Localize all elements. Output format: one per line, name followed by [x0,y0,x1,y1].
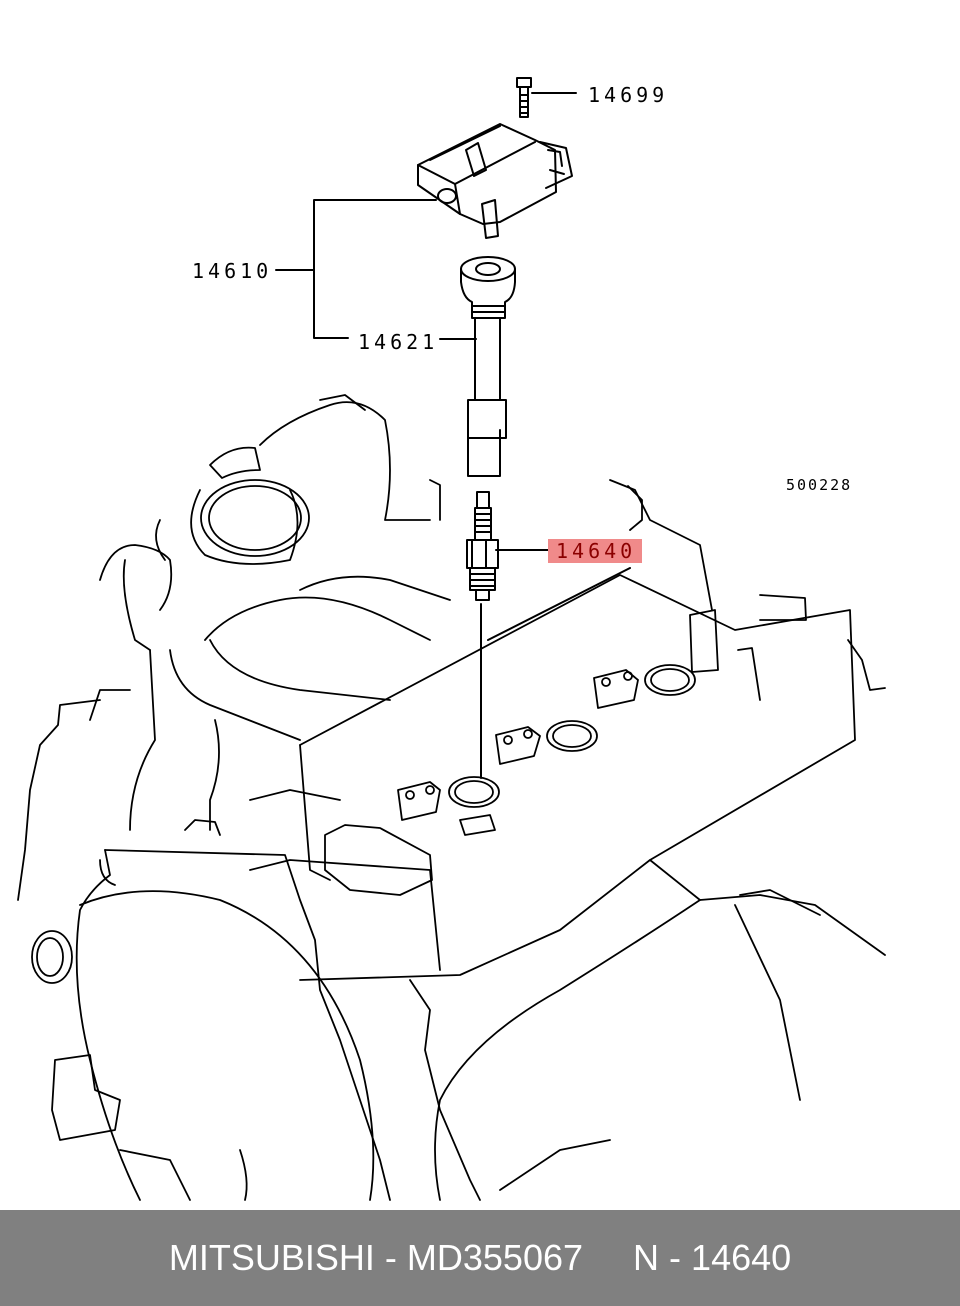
footer-ref-number: 14640 [691,1237,792,1278]
callout-14640-highlighted: 14640 [548,539,643,563]
callout-14699: 14699 [588,83,669,107]
footer-gap [583,1237,633,1279]
leader-coil [275,199,437,339]
engine-exploded-diagram [17,77,886,1201]
callout-14610: 14610 [192,259,273,283]
callout-14621: 14621 [358,330,439,354]
bolt-part [516,77,532,118]
leader-pointer [487,567,631,641]
footer-sep2 [397,1237,407,1279]
footer-brand: MITSUBISHI [168,1237,375,1278]
footer-sep [375,1237,385,1279]
footer-sep3 [681,1237,691,1279]
footer-part-number: MD355067 [406,1237,584,1278]
footer-ref-prefix: N - [633,1237,682,1278]
footer-separator: - [384,1237,397,1278]
diagram-reference-code: 500228 [786,476,853,494]
spark-plug-part [466,491,499,601]
engine-head-outline [17,394,886,1201]
footer-bar: MITSUBISHI - MD355067 N - 14640 [0,1210,960,1306]
coil-boot-part [460,256,516,477]
ignition-coil-part [417,123,573,239]
